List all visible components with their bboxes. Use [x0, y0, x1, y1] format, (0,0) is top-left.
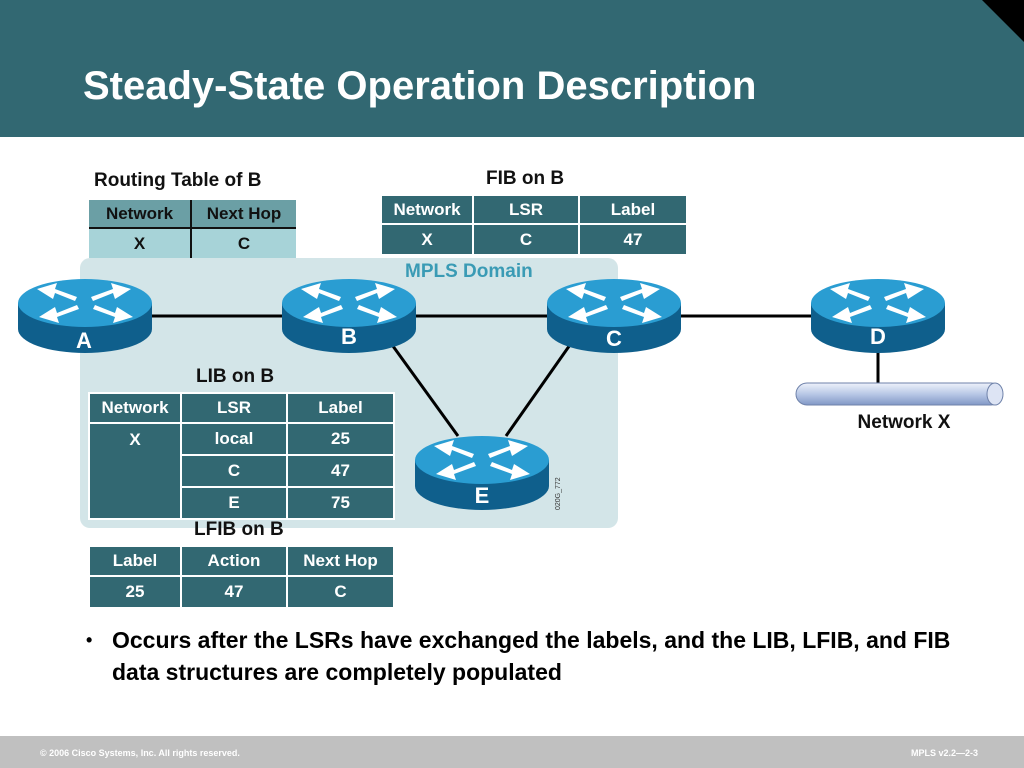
fib-header: LSR [472, 194, 580, 225]
network-x-segment [795, 382, 1004, 406]
fib-cell: X [380, 223, 474, 256]
router-d-label: D [870, 324, 886, 349]
lib-title: LIB on B [196, 366, 275, 387]
router-c-label: C [606, 326, 622, 351]
fib-title: FIB on B [486, 168, 565, 189]
link-b-e [388, 341, 460, 437]
lib-network-cell: X [88, 422, 182, 520]
lfib-cell: 47 [180, 575, 288, 609]
routing-table-cell: X [89, 228, 192, 258]
router-e-label: E [475, 483, 490, 508]
routing-table: Network Next Hop X C [89, 200, 296, 258]
lib-cell: 47 [286, 454, 395, 488]
routing-table-header: Network [89, 200, 192, 229]
lfib-table: Label Action Next Hop 25 47 C [88, 545, 395, 609]
fib-header: Label [578, 194, 688, 225]
lib-table: Network LSR Label X local 25 C 47 E 75 [88, 392, 395, 520]
bullet-marker: • [86, 630, 93, 650]
lfib-cell: 25 [88, 575, 182, 609]
lib-header: Network [88, 392, 182, 424]
lfib-header: Next Hop [286, 545, 395, 577]
corner-decoration [982, 0, 1024, 42]
fib-table: Network LSR Label X C 47 [380, 194, 688, 256]
lfib-header: Label [88, 545, 182, 577]
routing-table-cell: C [191, 228, 296, 258]
lib-cell: C [180, 454, 288, 488]
lib-header: Label [286, 392, 395, 424]
lib-cell: 75 [286, 486, 395, 520]
routing-table-title: Routing Table of B [94, 170, 262, 191]
slide-title: Steady-State Operation Description [83, 64, 757, 108]
title-bar [0, 0, 1024, 137]
lib-cell: E [180, 486, 288, 520]
table-row: X local 25 [88, 422, 395, 520]
lib-header: LSR [180, 392, 288, 424]
mpls-domain-label: MPLS Domain [405, 261, 533, 282]
table-row: 25 47 C [88, 575, 395, 609]
lib-cell: local [180, 422, 288, 456]
fib-header: Network [380, 194, 474, 225]
lfib-cell: C [286, 575, 395, 609]
lfib-header: Action [180, 545, 288, 577]
link-c-e [504, 341, 574, 437]
footer-bar [0, 736, 1024, 768]
network-links [140, 314, 880, 437]
footer-course-id: MPLS v2.2—2-3 [910, 748, 978, 758]
table-row: X C [89, 228, 296, 258]
fib-cell: C [472, 223, 580, 256]
table-row: C 47 [89, 454, 395, 488]
fib-cell: 47 [578, 223, 688, 256]
bullet-text: Occurs after the LSRs have exchanged the… [112, 627, 951, 685]
network-x-label: Network X [858, 412, 951, 433]
table-row: E 75 [89, 486, 395, 520]
router-b-label: B [341, 324, 357, 349]
lfib-title: LFIB on B [194, 519, 284, 540]
lib-cell: 25 [286, 422, 395, 456]
router-a-label: A [76, 328, 92, 353]
routing-table-header: Next Hop [191, 200, 296, 229]
figure-id: 020G_772 [555, 477, 562, 510]
table-row: X C 47 [380, 223, 688, 256]
footer-copyright: © 2006 Cisco Systems, Inc. All rights re… [40, 748, 240, 758]
